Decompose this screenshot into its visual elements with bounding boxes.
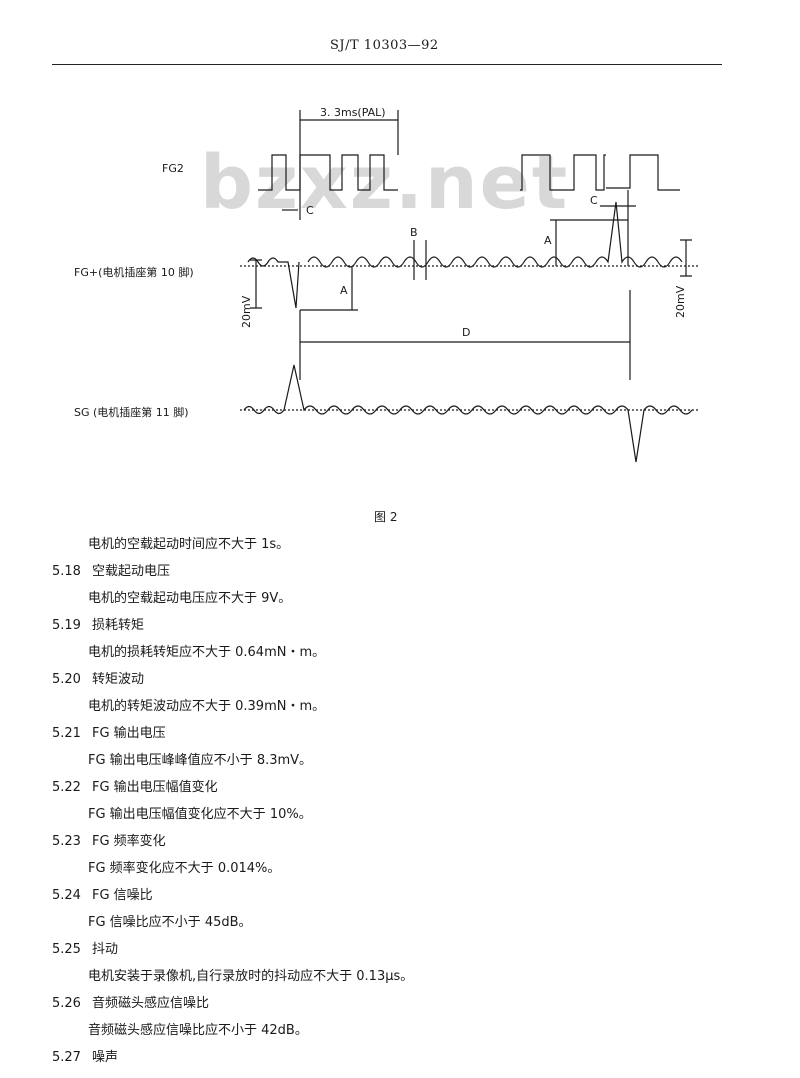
section-heading: 5.22 FG 输出电压幅值变化: [52, 776, 218, 795]
section-number: 5.21: [52, 726, 81, 741]
c-left-label: C: [306, 204, 314, 217]
c-right-marker: [600, 190, 636, 266]
header-code: SJ/T 10303—92: [330, 38, 439, 53]
section-body: FG 输出电压峰峰值应不小于 8.3mV。: [88, 753, 313, 768]
section-number: 5.19: [52, 618, 81, 633]
header-rule: [52, 64, 722, 65]
section-number: 5.26: [52, 996, 81, 1011]
mv-left-scale: [250, 259, 262, 309]
section-body: 电机的空载起动电压应不大于 9V。: [88, 591, 292, 606]
section-heading: 5.25 抖动: [52, 938, 118, 957]
mv-right-label: 20mV: [674, 285, 687, 318]
section-title: 音频磁头感应信噪比: [92, 996, 210, 1011]
section-title: 抖动: [92, 942, 119, 957]
a-right-marker: [550, 219, 628, 266]
section-number: 5.25: [52, 942, 81, 957]
section-title: FG 信噪比: [92, 888, 153, 903]
section-number: 5.24: [52, 888, 81, 903]
b-label: B: [410, 226, 418, 239]
section-number: 5.27: [52, 1050, 81, 1065]
sg-label: SG (电机插座第 11 脚): [74, 405, 189, 419]
section-heading: 5.21 FG 输出电压: [52, 722, 166, 741]
section-body: 电机的损耗转矩应不大于 0.64mN・m。: [88, 645, 326, 660]
waveform-figure: 3. 3ms(PAL) FG2 C C A A B FG+(电机插座第 10 脚…: [74, 106, 700, 463]
section-number: 5.20: [52, 672, 81, 687]
section-title: FG 输出电压: [92, 726, 166, 741]
section-body: 电机的转矩波动应不大于 0.39mN・m。: [88, 699, 326, 714]
d-marker: [299, 290, 631, 380]
section-title: 转矩波动: [92, 672, 145, 687]
section-body: 电机安装于录像机,自行录放时的抖动应不大于 0.13μs。: [88, 969, 414, 984]
section-title: FG 频率变化: [92, 834, 166, 849]
section-heading: 5.24 FG 信噪比: [52, 884, 153, 903]
section-heading: 5.18 空载起动电压: [52, 560, 170, 579]
period-label: 3. 3ms(PAL): [320, 106, 386, 119]
fg-plus-wave: [247, 201, 683, 309]
section-body: FG 频率变化应不大于 0.014%。: [88, 861, 281, 876]
a-left-marker: [300, 266, 358, 311]
section-number: 5.22: [52, 780, 81, 795]
section-body: FG 输出电压幅值变化应不大于 10%。: [88, 807, 312, 822]
fg2-label: FG2: [162, 162, 184, 175]
c-right-label: C: [590, 194, 598, 207]
fg2-wave-left: [258, 154, 398, 191]
section-heading: 5.27 噪声: [52, 1046, 118, 1065]
a-left-label: A: [340, 284, 348, 297]
section-heading: 5.19 损耗转矩: [52, 614, 144, 633]
section-title: 空载起动电压: [92, 564, 171, 579]
fg2-wave-right: [520, 154, 680, 191]
section-title: 噪声: [92, 1050, 119, 1065]
b-marker: [413, 240, 427, 280]
section-body: FG 信噪比应不小于 45dB。: [88, 915, 252, 930]
period-marker: [299, 110, 399, 220]
mv-left-label: 20mV: [240, 295, 253, 328]
d-label: D: [462, 326, 470, 339]
section-heading: 5.20 转矩波动: [52, 668, 144, 687]
section-title: FG 输出电压幅值变化: [92, 780, 218, 795]
fg-plus-label: FG+(电机插座第 10 脚): [74, 265, 194, 279]
sg-wave: [243, 364, 693, 463]
section-number: 5.23: [52, 834, 81, 849]
a-right-label: A: [544, 234, 552, 247]
intro-line: 电机的空载起动时间应不大于 1s。: [88, 537, 290, 552]
mv-right-scale: [680, 239, 692, 277]
section-heading: 5.26 音频磁头感应信噪比: [52, 992, 209, 1011]
section-heading: 5.23 FG 频率变化: [52, 830, 166, 849]
section-title: 损耗转矩: [92, 618, 145, 633]
figure-caption: 图 2: [374, 510, 398, 524]
section-body: 音频磁头感应信噪比应不小于 42dB。: [88, 1023, 308, 1038]
section-number: 5.18: [52, 564, 81, 579]
